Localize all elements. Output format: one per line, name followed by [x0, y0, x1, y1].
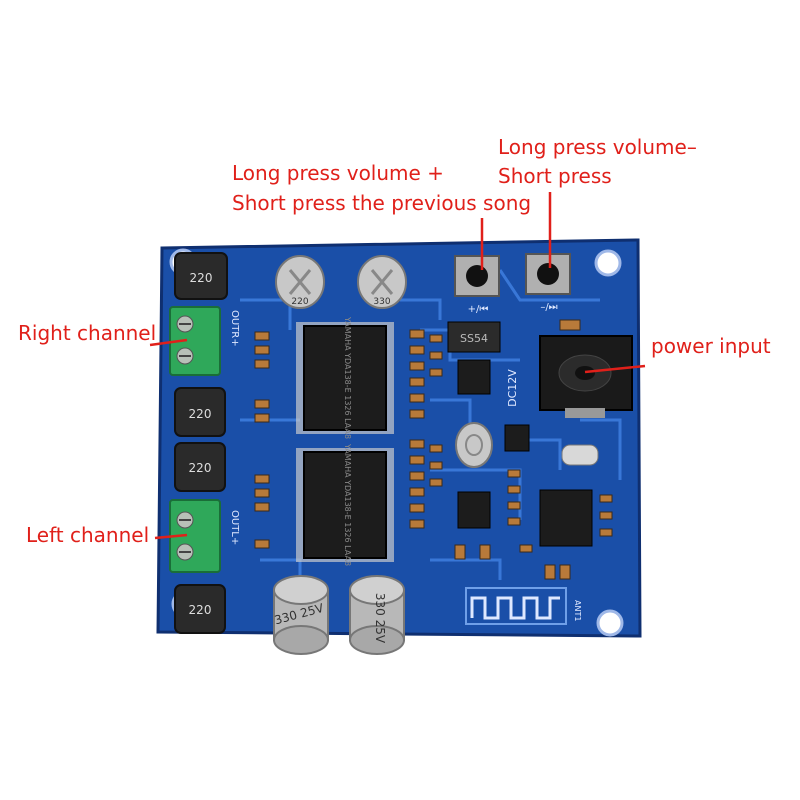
inductor: 220 [174, 442, 226, 492]
crystal [561, 444, 599, 466]
inductor: 220 [174, 387, 226, 437]
right-channel-annotation: Right channel [18, 321, 157, 345]
smd-components [254, 319, 613, 580]
small-capacitor [455, 422, 493, 468]
inductor: 220 [174, 584, 226, 634]
inductor-label: 220 [189, 603, 212, 617]
inductor-label: 220 [189, 461, 212, 475]
left-channel-annotation: Left channel [26, 523, 150, 547]
volume-plus-button[interactable] [454, 255, 500, 297]
pcb-antenna: ANT1 [465, 587, 582, 625]
ic-label: YAMAHA YDA138-E 1326 LAA8 [343, 443, 352, 566]
volume-plus-label: +/⏮ [468, 304, 489, 315]
capacitor-top-right: 330 [357, 255, 407, 309]
volume-minus-label: –/⏭ [540, 302, 557, 313]
capacitor-bottom-left: 330 25V [273, 575, 329, 655]
outl-label: OUTL+ [229, 510, 240, 545]
capacitor-label: 330 [373, 297, 390, 307]
volume-minus-annotation-line1: Long press volume– [498, 135, 697, 159]
antenna-label: ANT1 [573, 600, 582, 621]
right-channel-terminal [169, 306, 221, 376]
volume-minus-annotation-line2: Short press [498, 164, 612, 188]
dc12v-label: DC12V [506, 369, 519, 407]
callout-lines [149, 192, 646, 540]
volume-plus-annotation-line1: Long press volume + [232, 161, 444, 185]
amplifier-ic-bottom: YAMAHA YDA138-E 1326 LAA8 [296, 443, 394, 566]
diode: SS54 [447, 321, 501, 353]
dc-power-jack [539, 335, 633, 418]
capacitor-bottom-right: 330 25V [349, 575, 405, 655]
diode-label: SS54 [460, 332, 488, 345]
ic-label: YAMAHA YDA138-E 1326 LAA8 [343, 316, 352, 439]
amplifier-ic-top: YAMAHA YDA138-E 1326 LAA8 [296, 316, 394, 439]
inductor: 220 [174, 252, 228, 300]
capacitor-top-left: 220 [275, 255, 325, 309]
ldo-ic [504, 424, 530, 452]
capacitor-label: 330 25V [373, 593, 387, 644]
capacitor-label: 220 [291, 297, 308, 307]
bluetooth-ic [539, 489, 593, 547]
power-input-annotation: power input [651, 334, 771, 358]
regulator-ic [457, 359, 491, 395]
op-amp-ic [457, 491, 491, 529]
volume-minus-button[interactable] [525, 253, 571, 295]
inductor-label: 220 [189, 407, 212, 421]
outr-label: OUTR+ [229, 310, 240, 347]
inductor-label: 220 [190, 271, 213, 285]
volume-plus-annotation-line2: Short press the previous song [232, 191, 532, 215]
